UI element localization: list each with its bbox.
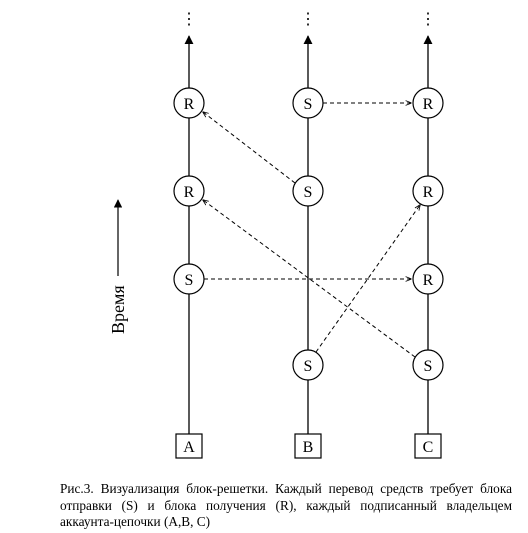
svg-text:R: R [423,96,434,113]
svg-text:R: R [184,184,195,201]
chain-c: ⋮ R R R S C [412,11,444,459]
chain-c-block-s[interactable]: S [412,349,444,381]
chain-b-account-box: B [294,433,322,459]
chain-a-block-s[interactable]: S [173,263,205,295]
svg-text:R: R [423,184,434,201]
chain-a-block-r-top[interactable]: R [173,87,205,119]
svg-text:C: C [423,439,434,456]
transfer-arrow-b-to-c-second [315,205,420,353]
svg-text:R: R [423,272,434,289]
svg-text:R: R [184,96,195,113]
chain-b-block-s-bottom[interactable]: S [292,349,324,381]
chain-a-block-r-middle[interactable]: R [173,175,205,207]
svg-text:S: S [424,358,433,375]
figure-caption: Рис.3. Визуализация блок-решетки. Каждый… [60,481,512,529]
chain-a-continuation: ⋮ [181,11,197,28]
chain-c-block-r-top[interactable]: R [412,87,444,119]
chain-a: ⋮ R R S A [173,11,205,459]
svg-text:B: B [303,439,314,456]
svg-text:A: A [183,439,195,456]
chain-c-block-r-second[interactable]: R [412,175,444,207]
chain-b-block-s-middle[interactable]: S [292,175,324,207]
chain-c-account-box: C [414,433,442,459]
chain-b-continuation: ⋮ [300,11,316,28]
transfer-arrow-b-to-a-top [203,112,296,184]
chain-a-account-box: A [175,433,203,459]
chain-b-block-s-top[interactable]: S [292,87,324,119]
svg-text:S: S [185,272,194,289]
chain-c-block-r-third[interactable]: R [412,263,444,295]
block-lattice-diagram: ⋮ R R S A ⋮ S S S [108,11,444,459]
chain-c-continuation: ⋮ [420,11,436,28]
svg-text:S: S [304,184,313,201]
time-axis-label: Время [108,285,128,334]
svg-text:S: S [304,96,313,113]
chain-b: ⋮ S S S B [292,11,324,459]
time-axis: Время [108,199,128,334]
svg-text:S: S [304,358,313,375]
transfer-arrow-c-to-a-middle [203,200,416,358]
transfer-arrows [203,103,420,358]
